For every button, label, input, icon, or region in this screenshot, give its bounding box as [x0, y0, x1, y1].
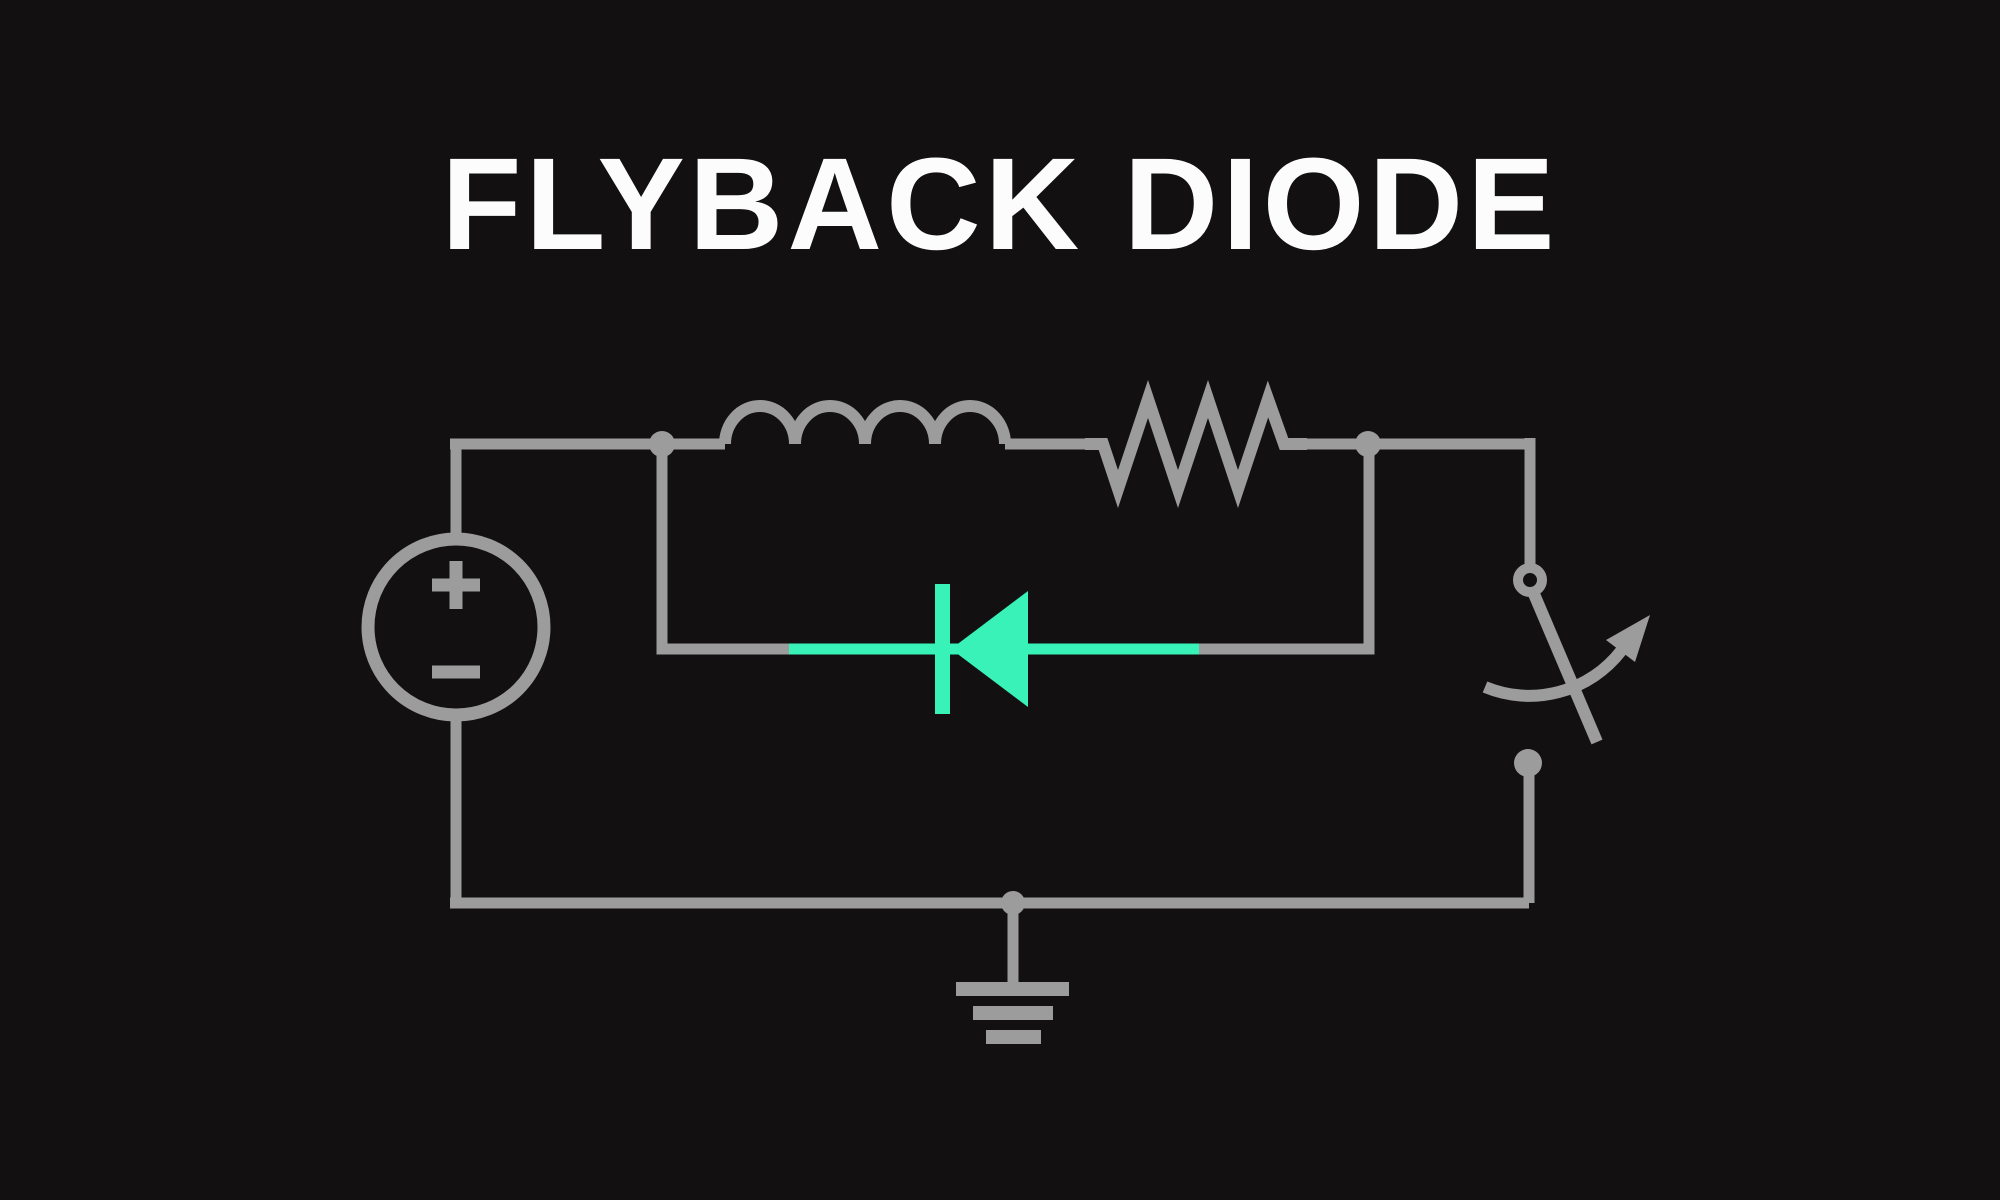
switch-arrowhead-icon — [1606, 615, 1650, 662]
inductor-coil — [719, 400, 1011, 445]
diode-cathode-bar — [935, 584, 950, 714]
switch — [1482, 563, 1650, 777]
ground-bar-3 — [986, 1030, 1041, 1044]
inductor — [719, 400, 1011, 445]
switch-blade — [1528, 591, 1603, 745]
ground-bar-2 — [973, 1006, 1053, 1020]
junction-dot-left — [649, 431, 675, 457]
resistor-zigzag — [1085, 380, 1307, 508]
switch-motion-arc — [1482, 647, 1626, 702]
wires — [450, 438, 1536, 909]
voltage-source — [361, 532, 551, 722]
switch-top-contact — [1513, 563, 1547, 597]
junction-dot-right — [1355, 431, 1381, 457]
plus-symbol — [432, 561, 480, 609]
resistor — [1085, 380, 1307, 508]
page-title: FLYBACK DIODE — [441, 130, 1559, 277]
flyback-diode — [789, 584, 1199, 714]
ground-bar-1 — [956, 982, 1069, 996]
ground — [956, 903, 1069, 1044]
diode-triangle — [951, 591, 1028, 707]
switch-bottom-contact — [1514, 749, 1542, 777]
voltage-source-ring — [361, 532, 551, 722]
